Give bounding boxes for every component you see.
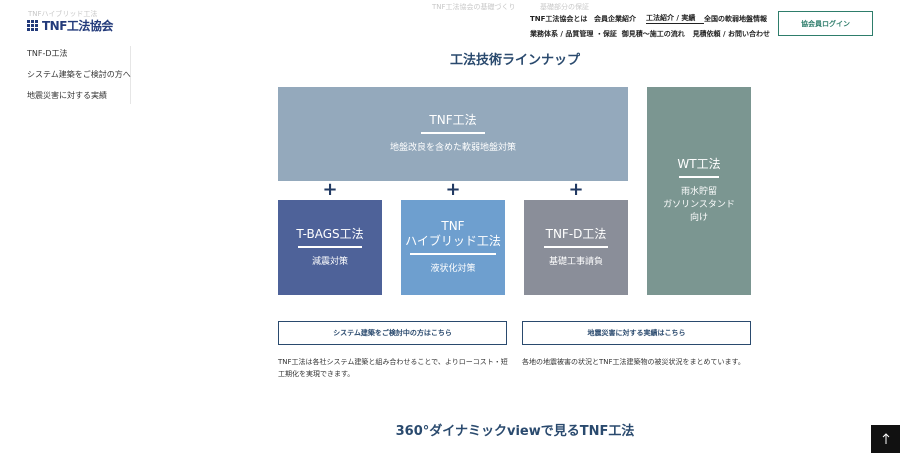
card-subtitle: 液状化対策: [430, 264, 476, 274]
method-card-tnf-d[interactable]: TNF-D工法 基礎工事請負: [524, 200, 628, 295]
system-building-link-button[interactable]: システム建築をご検討中の方はこちら: [278, 321, 507, 345]
back-to-top-button[interactable]: [871, 425, 900, 453]
faded-header-text: TNF工法協会の基礎づくり: [432, 3, 516, 11]
sidebar-item-earthquake[interactable]: 地震災害に対する実績: [27, 91, 107, 100]
sidebar-divider: [130, 46, 131, 104]
earthquake-results-link-button[interactable]: 地震災害に対する実績はこちら: [522, 321, 751, 345]
earthquake-description: 各地の地震被害の状況とTNF工法建築物の被災状況をまとめています。: [522, 358, 745, 366]
sidebar-item-system-building[interactable]: システム建築をご検討の方へ: [27, 70, 131, 79]
title-underline: [421, 132, 485, 134]
nav-item-about[interactable]: TNF工法協会とは: [530, 14, 588, 23]
logo-text: TNF工法協会: [42, 19, 113, 33]
card-title: TNF ハイブリッド工法: [405, 219, 501, 248]
faded-header-text: 基礎部分の保証: [540, 3, 589, 11]
nav-item-members[interactable]: 会員企業紹介: [594, 14, 636, 23]
sidebar-menu: TNF-D工法 システム建築をご検討の方へ 地震災害に対する実績: [27, 48, 131, 111]
member-login-button[interactable]: 協会員ログイン: [778, 11, 873, 36]
card-subtitle: 地盤改良を含めた軟弱地盤対策: [389, 143, 516, 153]
nav-item-methods[interactable]: 工法紹介 / 実績: [646, 13, 704, 24]
arrow-up-icon: [882, 433, 889, 444]
global-nav: TNF工法協会とは 会員企業紹介 工法紹介 / 実績 全国の軟弱地盤情報 業務体…: [530, 11, 770, 41]
card-subtitle: 基礎工事請負: [548, 256, 603, 267]
plus-icon: +: [322, 179, 338, 200]
sidebar-item-tnf-d[interactable]: TNF-D工法: [27, 49, 68, 58]
grid-logo-icon: [27, 20, 38, 31]
system-building-description: TNF工法は各社システム建築と組み合わせることで、よりローコスト・短工期化を実現…: [278, 358, 508, 378]
lineup-title: 工法技術ラインナップ: [449, 53, 580, 68]
card-title: TNF工法: [429, 113, 477, 127]
site-logo[interactable]: TNF工法協会: [27, 17, 113, 34]
card-title: TNF-D工法: [545, 226, 607, 241]
card-title: T-BAGS工法: [296, 226, 364, 241]
plus-icon: +: [568, 179, 584, 200]
method-card-hybrid[interactable]: TNF ハイブリッド工法 液状化対策: [401, 200, 505, 295]
card-subtitle: 雨水貯留 ガソリンスタンド 向け: [663, 187, 735, 223]
dynamic-view-title: 360°ダイナミックviewで見るTNF工法: [395, 424, 635, 439]
nav-item-contact[interactable]: 見積依頼 / お問い合わせ: [692, 29, 770, 38]
method-card-t-bags[interactable]: T-BAGS工法 減震対策: [278, 200, 382, 295]
nav-item-soft-ground[interactable]: 全国の軟弱地盤情報: [704, 14, 767, 23]
card-subtitle: 減震対策: [311, 256, 348, 267]
card-title: WT工法: [677, 157, 721, 171]
title-underline: [410, 253, 496, 255]
method-card-wt[interactable]: WT工法 雨水貯留 ガソリンスタンド 向け: [647, 87, 751, 295]
faded-header-text: TNFハイブリッド工法: [28, 10, 98, 18]
title-underline: [544, 245, 608, 248]
title-underline: [298, 245, 362, 248]
nav-item-flow[interactable]: 御見積～施工の流れ: [621, 29, 685, 38]
title-underline: [679, 176, 719, 178]
nav-item-quality[interactable]: 業務体系 / 品質管理 ・保証: [530, 29, 617, 38]
plus-icon: +: [445, 179, 461, 200]
method-card-tnf[interactable]: TNF工法 地盤改良を含めた軟弱地盤対策: [278, 87, 628, 181]
